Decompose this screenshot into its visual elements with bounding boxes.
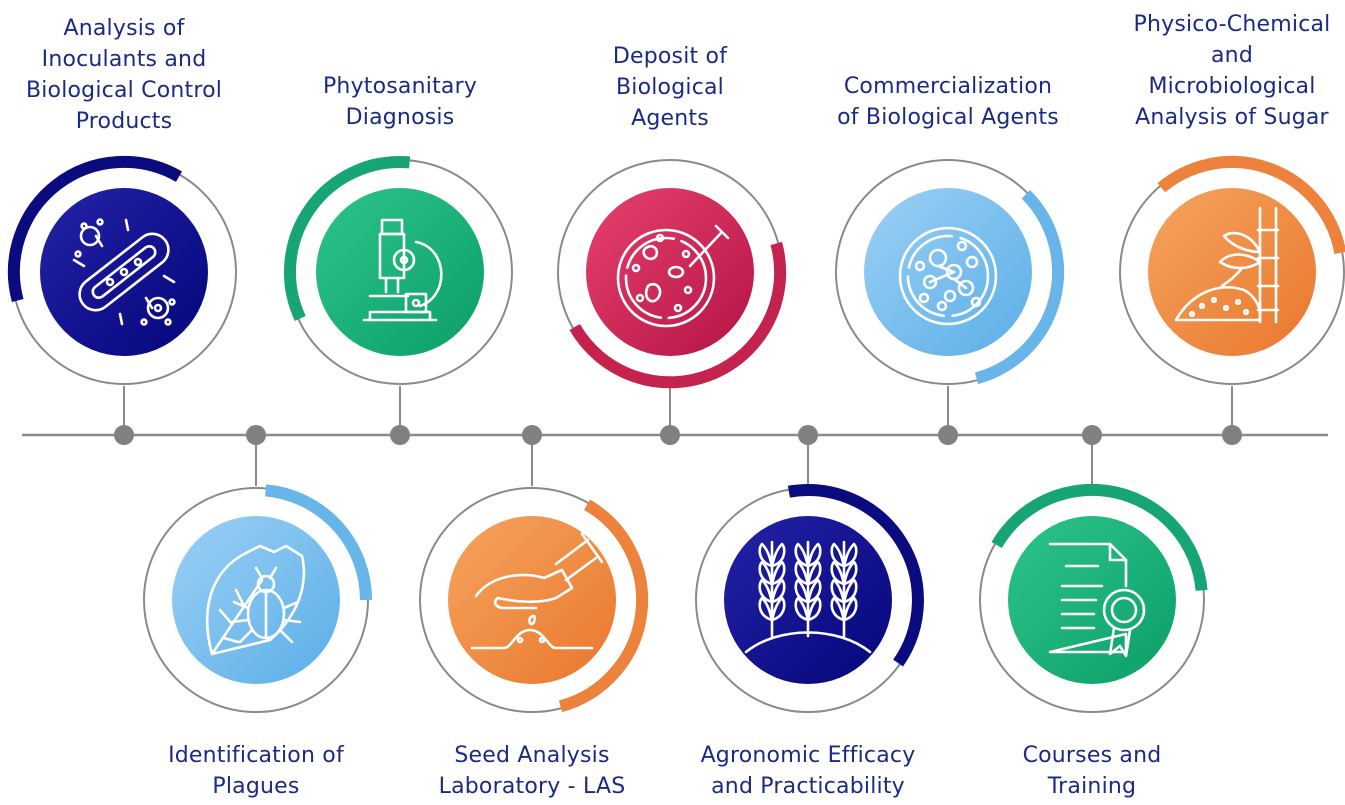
icon-disc [172,516,340,684]
service-label-commercialization: Commercialization of Biological Agents [808,71,1088,133]
timeline-dot [390,425,410,445]
sugarcane-icon [1174,206,1280,324]
bacterium-icon [72,218,176,326]
petri-dish-pipette-icon [616,224,730,328]
service-node-commercialization [835,159,1065,385]
icon-disc [316,188,484,356]
label-line: Biological [615,75,724,100]
timeline-dot [1222,425,1242,445]
accent-arc [7,155,182,303]
accent-arc [974,189,1065,385]
label-line: Courses and [1022,743,1162,768]
accent-arc [558,499,649,713]
label-line: Plagues [212,774,300,799]
icon-disc [1148,188,1316,356]
accent-arc [991,483,1208,591]
label-line: and [1211,43,1253,68]
service-label-agronomic: Agronomic Efficacy and Practicability [668,740,948,802]
petri-dish-colonies-icon [898,226,998,326]
label-line: Agronomic Efficacy [700,743,916,768]
icon-disc [448,516,616,684]
label-line: Analysis of Sugar [1135,105,1329,130]
service-node-plagues [143,484,372,713]
label-line: Diagnosis [345,105,455,130]
label-line: Microbiological [1148,74,1316,99]
timeline-dot [660,425,680,445]
service-label-plagues: Identification of Plagues [116,740,396,802]
label-line: Agents [631,106,709,131]
label-line: Products [75,109,173,134]
label-line: Analysis of [63,16,185,41]
accent-arc [1157,155,1345,254]
label-line: Phytosanitary [322,74,478,99]
service-node-phytosanitary [284,155,513,385]
timeline-dot [114,425,134,445]
service-node-deposit [557,159,787,389]
label-line: Seed Analysis [454,743,610,768]
label-line: Inoculants and [41,47,207,72]
hand-planting-seed-icon [470,532,604,650]
service-node-agronomic [695,484,924,713]
microscope-icon [362,218,443,322]
accent-arc [265,484,372,601]
service-node-sugar [1119,155,1345,385]
label-line: Commercialization [843,74,1053,99]
timeline-dot [246,425,266,445]
timeline-dot [938,425,958,445]
label-line: of Biological Agents [837,105,1059,130]
timeline-dot [798,425,818,445]
label-line: Laboratory - LAS [438,774,626,799]
accent-arc [787,484,924,667]
timeline-dot [522,425,542,445]
label-line: Training [1047,774,1137,799]
timeline-dot [1082,425,1102,445]
service-node-seed [419,487,649,713]
label-line: and Practicability [711,774,905,799]
accent-arc [284,155,411,322]
service-node-courses [979,483,1208,713]
wheat-field-icon [744,540,872,654]
beetle-on-leaf-icon [205,544,306,656]
icon-disc [40,188,208,356]
label-line: Deposit of [612,44,728,69]
certificate-icon [1048,542,1146,658]
accent-arc [569,241,787,389]
label-line: Biological Control [25,78,223,103]
service-node-inoculants [7,155,237,385]
label-line: Identification of [168,743,344,768]
label-line: Physico-Chemical [1133,12,1331,37]
